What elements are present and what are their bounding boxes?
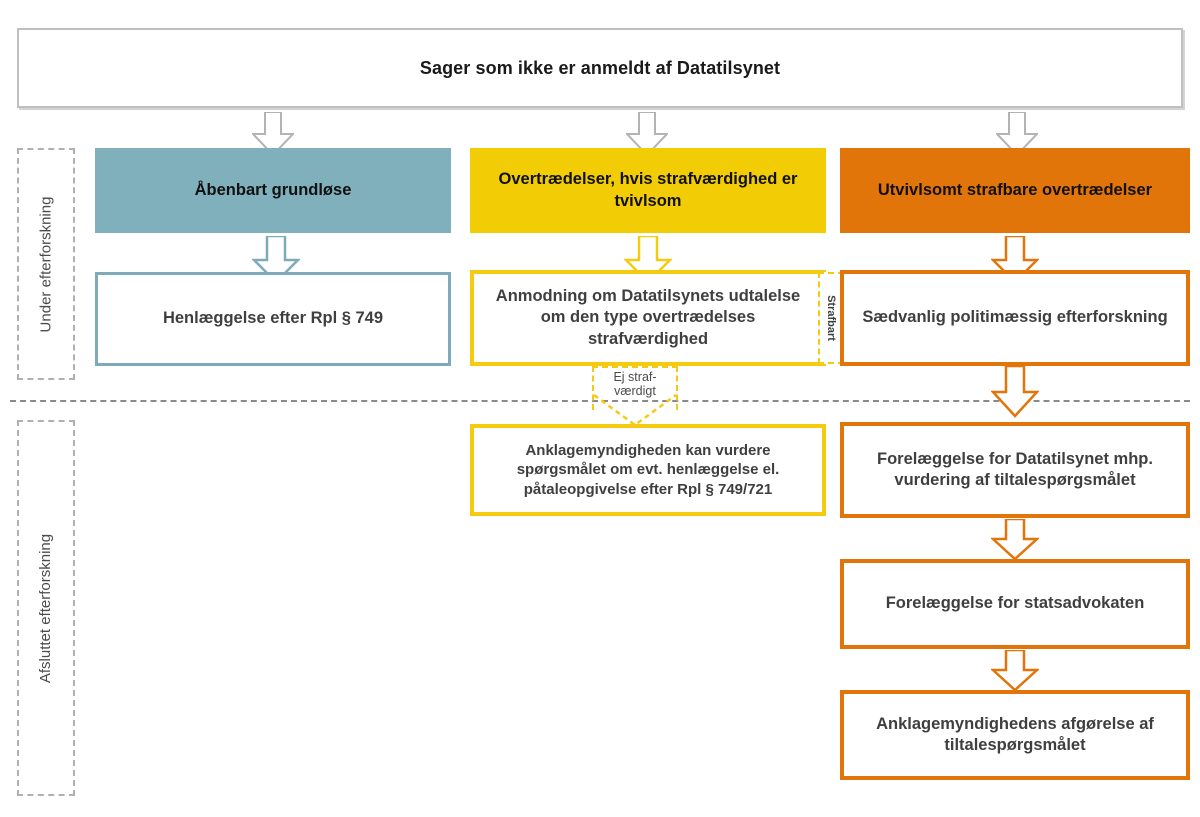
connector-strafbart-label: Strafbart [825, 295, 837, 341]
band-afsluttet-efterforskning: Afsluttet efterforskning [17, 420, 75, 796]
step-orange-2-label: Forelæggelse for Datatilsynet mhp. vurde… [877, 449, 1153, 489]
step-teal-1-label: Henlæggelse efter Rpl § 749 [162, 309, 384, 328]
header-teal: Åbenbart grundløse [95, 148, 451, 233]
connector-ej-strafvaerdigt-label: Ej straf- værdigt [613, 370, 656, 399]
step-yellow-1: Anmodning om Datatilsynets udtalelse om … [470, 270, 826, 366]
ej-line-2: værdigt [614, 384, 656, 399]
step-orange-1-label: Sædvanlig politimæssig efterforskning [862, 308, 1168, 327]
header-orange-label: Utvivlsomt strafbare overtrædelser [877, 180, 1153, 199]
step-orange-2: Forelæggelse for Datatilsynet mhp. vurde… [840, 422, 1190, 518]
band-under-efterforskning: Under efterforskning [17, 148, 75, 380]
band-afsluttet-label: Afsluttet efterforskning [37, 533, 55, 683]
ej-line-1: Ej straf- [613, 370, 657, 384]
diagram-title-box: Sager som ikke er anmeldt af Datatilsyne… [17, 28, 1183, 108]
step-teal-1: Henlæggelse efter Rpl § 749 [95, 272, 451, 366]
header-teal-label: Åbenbart grundløse [194, 180, 352, 199]
arrow-orange-3 [991, 519, 1039, 561]
step-orange-1: Sædvanlig politimæssig efterforskning [840, 270, 1190, 366]
step-yellow-1-label: Anmodning om Datatilsynets udtalelse om … [495, 286, 801, 348]
header-yellow: Overtrædelser, hvis strafværdighed er tv… [470, 148, 826, 233]
arrow-ej-down [592, 394, 678, 428]
arrow-title-to-yellow [626, 112, 668, 156]
phase-divider [10, 400, 1190, 402]
arrow-title-to-teal [252, 112, 294, 156]
band-under-label: Under efterforskning [37, 196, 55, 332]
step-yellow-2: Anklagemyndigheden kan vurdere spørgsmål… [470, 424, 826, 516]
arrow-teal-1 [252, 236, 300, 284]
step-orange-3: Forelæggelse for statsadvokaten [840, 559, 1190, 649]
step-orange-3-label: Forelæggelse for statsadvokaten [885, 594, 1145, 613]
connector-ej-strafvaerdigt: Ej straf- værdigt [592, 366, 678, 410]
arrow-orange-2 [991, 366, 1039, 418]
step-orange-4-label: Anklagemyndighedens afgørelse af tiltale… [876, 714, 1154, 754]
step-orange-4: Anklagemyndighedens afgørelse af tiltale… [840, 690, 1190, 780]
header-yellow-label: Overtrædelser, hvis strafværdighed er tv… [498, 170, 798, 210]
diagram-title: Sager som ikke er anmeldt af Datatilsyne… [419, 57, 781, 78]
step-yellow-2-label: Anklagemyndigheden kan vurdere spørgsmål… [516, 441, 780, 498]
header-orange: Utvivlsomt strafbare overtrædelser [840, 148, 1190, 233]
arrow-title-to-orange [996, 112, 1038, 156]
arrow-orange-4 [991, 650, 1039, 692]
